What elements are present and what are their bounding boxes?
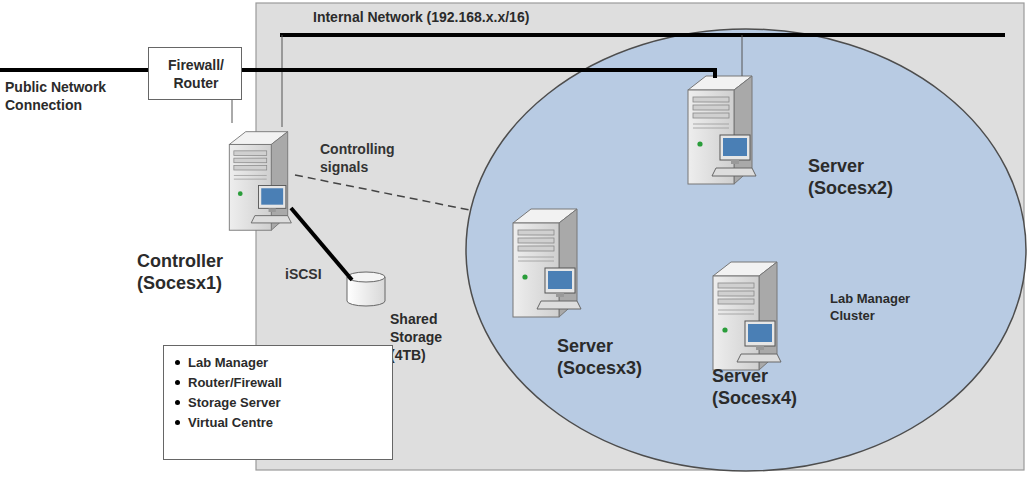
network-label: Public Network Connection — [5, 78, 135, 114]
connector-label: Controlling signals — [320, 140, 412, 176]
server-icon — [505, 205, 585, 320]
node-label: Lab Manager Cluster — [830, 290, 925, 324]
cluster-ellipse: Lab Manager Cluster Server (Socesx2) Serve… — [465, 28, 1027, 472]
network-label: Internal Network (192.168.x.x/16) — [313, 8, 713, 26]
role-item: Router/Firewall — [188, 374, 388, 391]
network-link — [295, 175, 470, 210]
server-node: Server (Socesx3) — [505, 205, 585, 320]
server-node: Server (Socesx4) — [705, 258, 785, 373]
server-icon — [222, 123, 295, 238]
public-network-line — [0, 68, 148, 72]
connector-label: iSCSI — [285, 265, 345, 283]
node-label: Server (Socesx2) — [808, 155, 928, 199]
node-label: Server (Socesx3) — [557, 335, 677, 379]
controller-server: Controller (Socesx1) — [222, 123, 295, 238]
node-label: Controller (Socesx1) — [137, 250, 267, 294]
server-node: Server (Socesx2) — [680, 72, 760, 187]
server-icon — [680, 72, 760, 187]
role-item: Virtual Centre — [188, 414, 388, 431]
firewall-box: Firewall/ Router — [148, 47, 242, 100]
role-item: Storage Server — [188, 394, 388, 411]
network-drop — [282, 35, 283, 127]
node-label: Firewall/ Router — [149, 56, 243, 92]
storage-icon — [345, 270, 387, 308]
node-label: Shared Storage (4TB) — [390, 310, 462, 364]
storage-cylinder: Shared Storage (4TB) — [345, 270, 387, 308]
network-link — [232, 100, 233, 123]
role-list-box: Lab ManagerRouter/FirewallStorage Server… — [163, 345, 393, 460]
server-icon — [705, 258, 785, 373]
role-item: Lab Manager — [188, 354, 388, 371]
node-label: Server (Socesx4) — [712, 365, 832, 409]
internal-network-bus — [280, 33, 1005, 37]
